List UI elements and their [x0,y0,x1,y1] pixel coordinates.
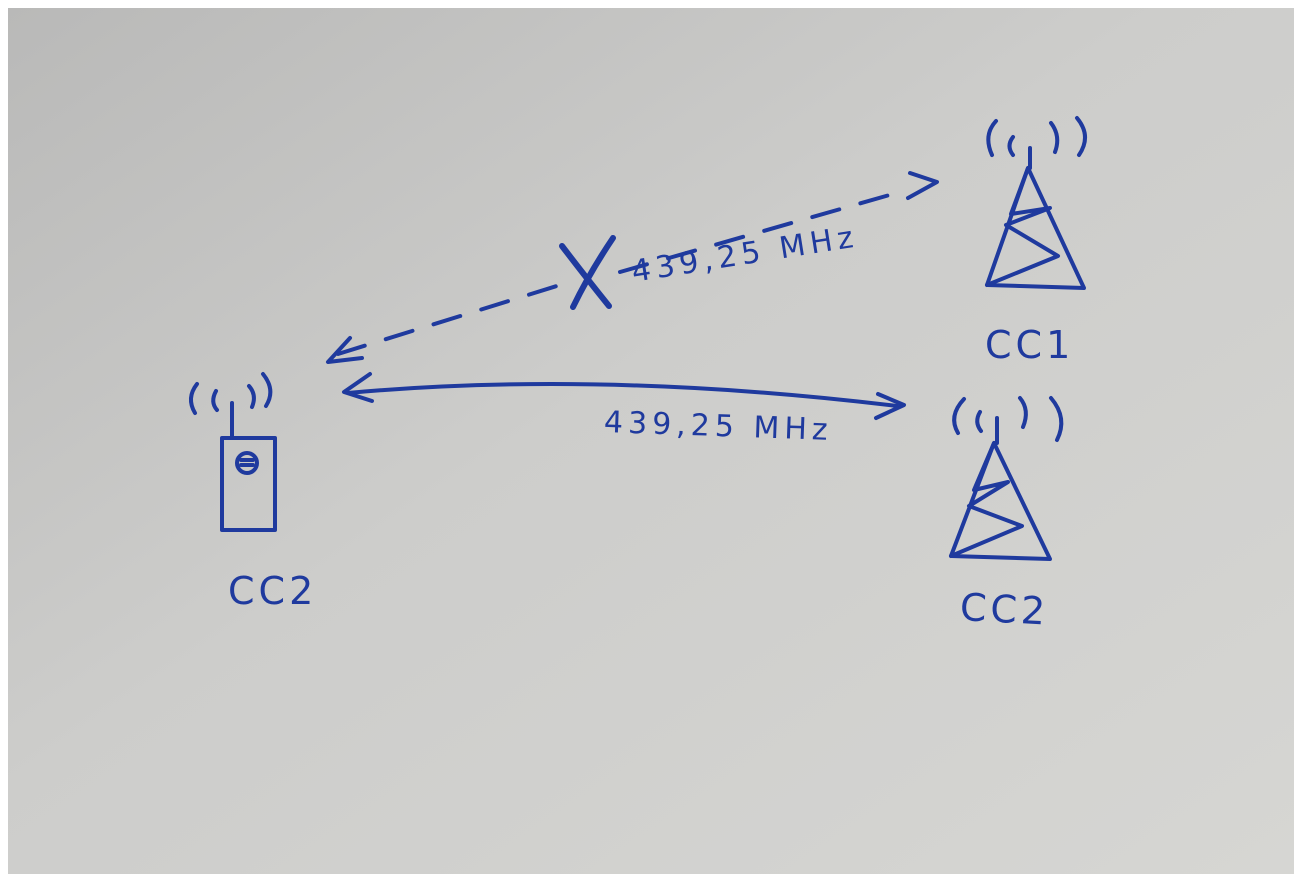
tower-icon-bottom [949,396,1064,561]
tower-top-label: CC1 [985,323,1075,367]
tower-icon-top [985,116,1087,290]
handset-label: CC2 [228,569,318,613]
blocked-x-icon [559,235,616,310]
frequency-label-active: 439,25 MHz [603,405,834,448]
link-blocked [326,171,939,364]
link-active [342,372,906,420]
handset-icon [189,372,277,532]
tower-bottom-label: CC2 [958,585,1051,634]
